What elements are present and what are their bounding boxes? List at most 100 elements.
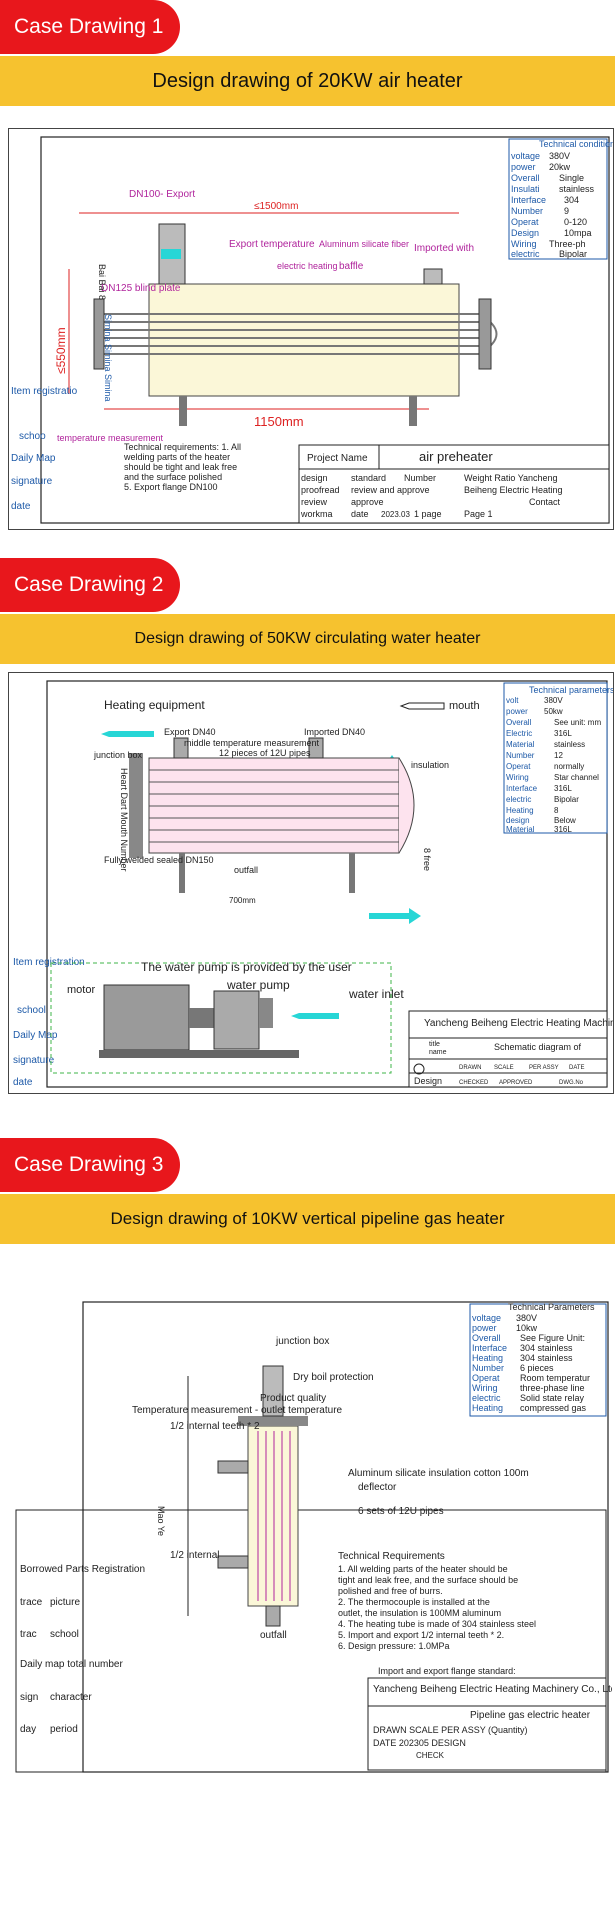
drawing-sheet: junction box Dry boil protection Product… — [8, 1286, 615, 1916]
left-label-column: Item registratio schoo Daily Map signatu… — [11, 386, 78, 512]
tech-key: voltage — [472, 1313, 501, 1323]
tb-cell: name — [429, 1049, 447, 1056]
tb-cell: SCALE — [494, 1065, 514, 1071]
callout-temp: Temperature measurement - outlet tempera… — [132, 1405, 343, 1416]
callout-dry: Dry boil protection — [293, 1372, 374, 1383]
tech-key: Overall — [506, 718, 532, 727]
dim-base: 1150mm — [254, 414, 304, 429]
tb-cell: approve — [351, 497, 384, 507]
tech-val: Below — [554, 816, 576, 825]
tech-val: 6 pieces — [520, 1363, 554, 1373]
tech-val: Three-ph — [549, 239, 586, 249]
tech-requirements: Technical Requirements 1. All welding pa… — [338, 1551, 536, 1651]
tech-val: 12 — [554, 751, 563, 760]
tb-cell: workma — [300, 509, 333, 519]
drawing-sheet: Heating equipment mouth Export DN40 Impo… — [8, 672, 615, 1094]
tech-key: Heating — [506, 806, 534, 815]
tech-key: Insulati — [511, 184, 540, 194]
tech-key: voltage — [511, 151, 540, 161]
req-line: outlet, the insulation is 100MM aluminum — [338, 1608, 501, 1618]
tech-key: Wiring — [511, 239, 537, 249]
motor-body — [103, 984, 190, 1051]
tech-val: compressed gas — [520, 1403, 587, 1413]
callout-quality: Product quality — [260, 1393, 326, 1404]
case-tag: Case Drawing 1 — [0, 0, 180, 54]
tech-val: Solid state relay — [520, 1393, 585, 1403]
callout-junction: junction box — [93, 750, 143, 760]
left-label: schoo — [19, 431, 46, 442]
req-line: tight and leak free, and the surface sho… — [338, 1575, 518, 1585]
left-label: Borrowed Parts Registration — [20, 1564, 145, 1575]
left-label: school — [17, 1005, 46, 1016]
callout-pipes: 12 pieces of 12U pipes — [219, 748, 311, 758]
dim-length: ≤1500mm — [254, 201, 298, 212]
left-label: date — [13, 1077, 33, 1088]
tech-val: 316L — [554, 729, 572, 738]
tech-val: stainless — [554, 740, 585, 749]
tb-cell: 1 page — [414, 509, 442, 519]
heater-body — [148, 283, 460, 397]
callout-imported: Imported with — [414, 243, 474, 254]
callout-junction: junction box — [275, 1336, 329, 1347]
tech-key: Interface — [472, 1343, 507, 1353]
callout-sealed: Fully welded sealed DN150 — [104, 855, 214, 865]
left-label: trace — [20, 1597, 43, 1608]
tech-key: electric — [511, 249, 540, 259]
case-section-1: Case Drawing 1 Design drawing of 20KW ai… — [0, 0, 615, 540]
tech-val: 10kw — [516, 1323, 538, 1333]
callout-electric: electric heating — [277, 261, 338, 271]
tech-key: Wiring — [472, 1383, 498, 1393]
tech-val: Bipolar — [559, 249, 587, 259]
callout-side: Simina Simina Simina — [103, 314, 113, 402]
left-label: Item registration — [13, 957, 85, 968]
tb-row: CHECK — [416, 1751, 445, 1760]
tech-val: normally — [554, 762, 584, 771]
tech-val: Bipolar — [554, 795, 579, 804]
tech-val: 304 stainless — [520, 1343, 573, 1353]
callout-maoye: Mao Ye — [156, 1506, 166, 1536]
tech-val: 316L — [554, 784, 572, 793]
tech-val: 10mpa — [564, 228, 592, 238]
callout-middle: middle temperature measurement — [184, 738, 320, 748]
case-tag: Case Drawing 2 — [0, 558, 180, 612]
case-title-band: Design drawing of 50KW circulating water… — [0, 614, 615, 664]
left-label: school — [50, 1629, 79, 1640]
left-label: picture — [50, 1597, 80, 1608]
tech-val: 380V — [544, 696, 563, 705]
tech-key: Design — [511, 228, 539, 238]
left-label: date — [11, 501, 31, 512]
left-label-column: Item registration school Daily Map signa… — [13, 957, 85, 1088]
flow-arrow — [369, 908, 421, 924]
tech-val: 304 — [564, 195, 579, 205]
tech-key: Heating — [472, 1403, 503, 1413]
callout-internal: 1/2 internal — [170, 1550, 219, 1561]
callout-meas: temperature measurement — [57, 433, 164, 443]
title-block: Import and export flange standard: Yanch… — [367, 1666, 615, 1771]
callout-mouth: mouth — [449, 700, 480, 712]
tech-val: Star channel — [554, 773, 599, 782]
tb-cell: PER ASSY — [529, 1065, 559, 1071]
note-line: should be tight and leak free — [124, 462, 237, 472]
tech-key: Material — [506, 825, 535, 834]
tech-val: Room temperatur — [520, 1373, 590, 1383]
tb-cell: DATE — [569, 1065, 585, 1071]
note-line: Technical requirements: 1. All — [124, 442, 241, 452]
case-title-band: Design drawing of 10KW vertical pipeline… — [0, 1194, 615, 1244]
tb-cell: 2023.03 — [381, 510, 410, 519]
tb-cell: Weight Ratio Yancheng — [464, 473, 558, 483]
tech-key: power — [511, 162, 536, 172]
tb-cell: Design — [414, 1076, 442, 1086]
tb-cell: date — [351, 509, 369, 519]
tech-key: Material — [506, 740, 535, 749]
left-label: Daily Map — [13, 1030, 58, 1041]
callout-teeth: 1/2 internal teeth * 2 — [170, 1421, 260, 1432]
callout-insul: Aluminum silicate insulation cotton 100m — [348, 1468, 529, 1479]
tech-key: Wiring — [506, 773, 529, 782]
callout-outfall: outfall — [260, 1630, 287, 1641]
tb-cell: Contact — [529, 497, 561, 507]
callout-export-temp: Export temperature — [229, 239, 315, 250]
callout-motor: motor — [67, 984, 95, 996]
tech-val: 0-120 — [564, 217, 587, 227]
tb-drawing: Schematic diagram of — [494, 1042, 582, 1052]
